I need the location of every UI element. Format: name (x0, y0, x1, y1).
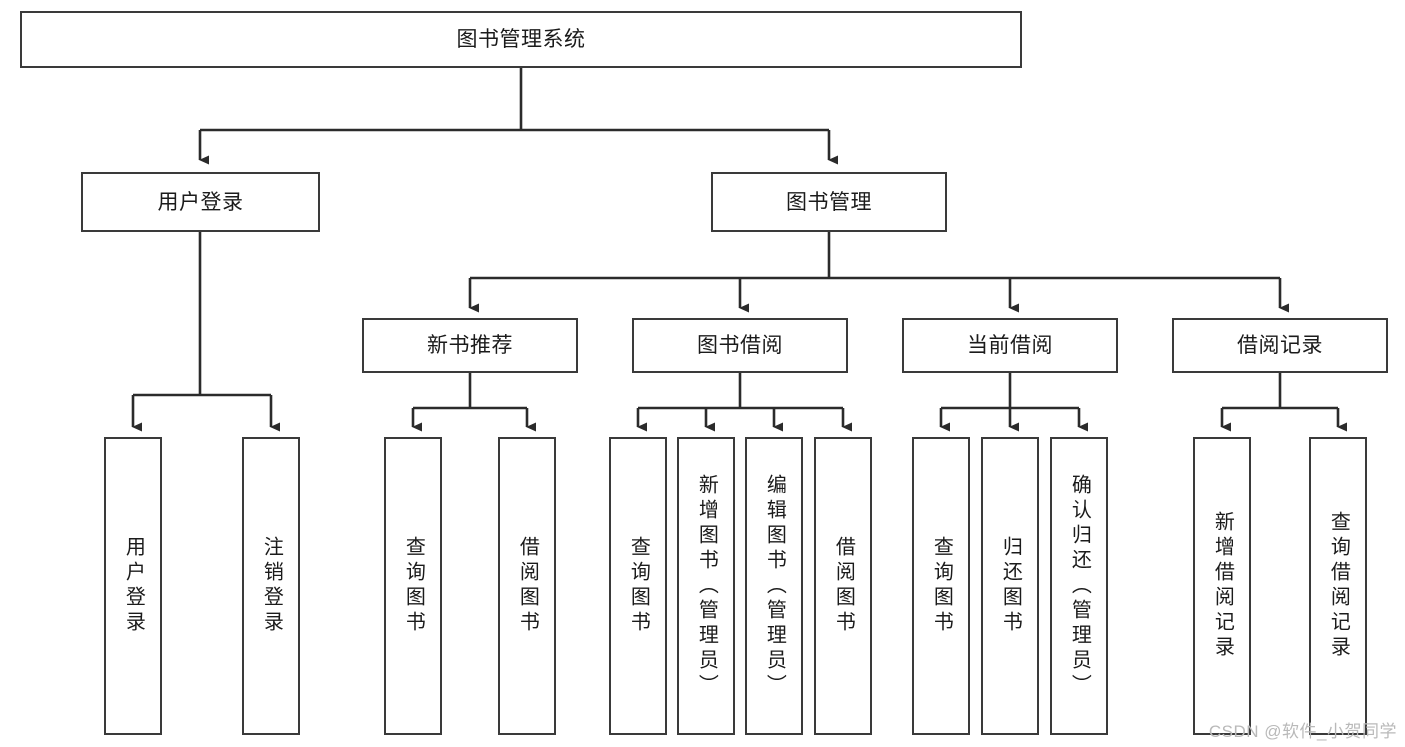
node-current-borrow[interactable]: 当前借阅 (902, 318, 1118, 373)
node-label: 借阅图书 (832, 536, 855, 636)
leaf-newbook-borrow-book[interactable]: 借阅图书 (498, 437, 556, 735)
leaf-borrow-borrow-book[interactable]: 借阅图书 (814, 437, 872, 735)
node-label: 新增图书（管理员） (695, 473, 718, 699)
node-label: 借阅图书 (516, 536, 539, 636)
leaf-logout-login[interactable]: 注销登录 (242, 437, 300, 735)
csdn-watermark: CSDN @软件_小贺同学 (1208, 722, 1397, 741)
node-label: 图书管理 (786, 190, 872, 214)
leaf-newbook-query-book[interactable]: 查询图书 (384, 437, 442, 735)
node-label: 用户登录 (157, 190, 244, 214)
node-root-book-management-system[interactable]: 图书管理系统 (20, 11, 1022, 68)
node-label: 用户登录 (122, 536, 145, 636)
leaf-record-query-borrow-record[interactable]: 查询借阅记录 (1309, 437, 1367, 735)
leaf-borrow-add-book-admin[interactable]: 新增图书（管理员） (677, 437, 735, 735)
leaf-current-confirm-return-admin[interactable]: 确认归还（管理员） (1050, 437, 1108, 735)
node-label: 图书管理系统 (456, 28, 586, 51)
node-book-management[interactable]: 图书管理 (711, 172, 947, 232)
leaf-user-login[interactable]: 用户登录 (104, 437, 162, 735)
node-label: 查询图书 (627, 536, 650, 636)
node-label: 借阅记录 (1237, 334, 1323, 357)
node-label: 查询借阅记录 (1327, 511, 1350, 661)
node-user-login[interactable]: 用户登录 (81, 172, 320, 232)
node-label: 当前借阅 (967, 334, 1053, 357)
node-book-borrow[interactable]: 图书借阅 (632, 318, 848, 373)
node-new-book-recommend[interactable]: 新书推荐 (362, 318, 578, 373)
leaf-borrow-edit-book-admin[interactable]: 编辑图书（管理员） (745, 437, 803, 735)
leaf-record-add-borrow-record[interactable]: 新增借阅记录 (1193, 437, 1251, 735)
leaf-current-return-book[interactable]: 归还图书 (981, 437, 1039, 735)
node-label: 注销登录 (260, 536, 283, 636)
node-label: 图书借阅 (697, 334, 783, 357)
node-label: 确认归还（管理员） (1068, 473, 1091, 699)
node-label: 查询图书 (930, 536, 953, 636)
node-label: 编辑图书（管理员） (763, 473, 786, 699)
node-borrow-record[interactable]: 借阅记录 (1172, 318, 1388, 373)
node-label: 新书推荐 (427, 334, 513, 357)
leaf-current-query-book[interactable]: 查询图书 (912, 437, 970, 735)
leaf-borrow-query-book[interactable]: 查询图书 (609, 437, 667, 735)
node-label: 新增借阅记录 (1211, 511, 1234, 661)
node-label: 归还图书 (999, 536, 1022, 636)
node-label: 查询图书 (402, 536, 425, 636)
